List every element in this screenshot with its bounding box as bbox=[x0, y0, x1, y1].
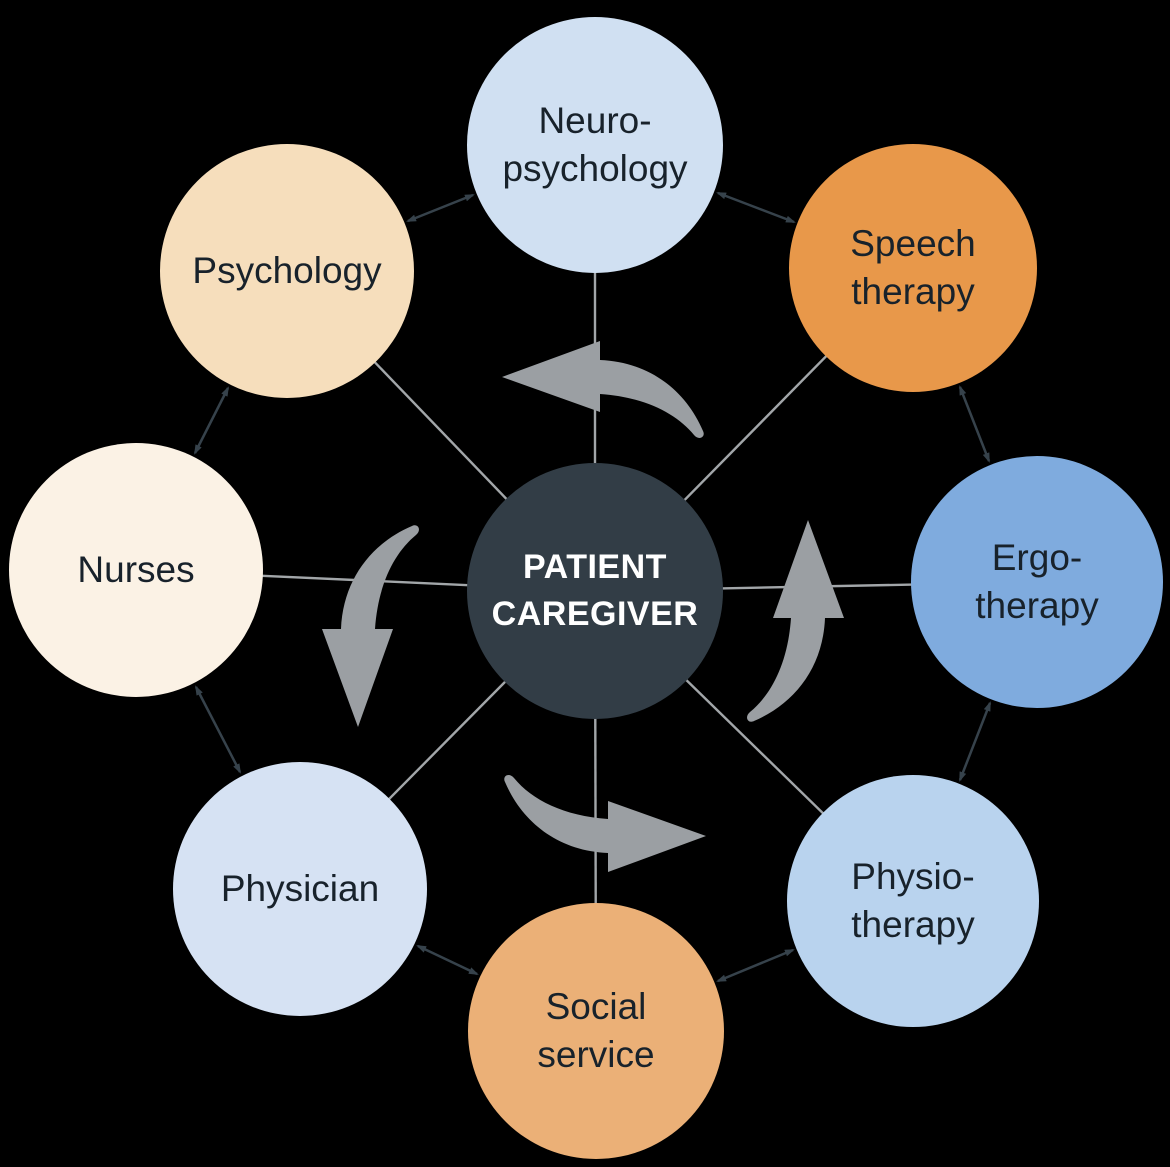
node-label: Ergo- therapy bbox=[975, 534, 1098, 630]
node-label: Psychology bbox=[192, 247, 381, 295]
rotation-arrow-left bbox=[322, 525, 419, 727]
ring-connectors bbox=[193, 191, 992, 983]
node-label: Physio- therapy bbox=[851, 853, 974, 949]
ring-connector-social-physician bbox=[416, 944, 479, 976]
node-label-line: Social bbox=[545, 986, 647, 1027]
node-speech-therapy: Speech therapy bbox=[789, 144, 1037, 392]
ring-connector-psychology-neuropsychology bbox=[406, 193, 475, 223]
ring-connector-nurses-psychology bbox=[193, 386, 230, 455]
rotation-arrow-bottom bbox=[504, 775, 706, 872]
node-physiotherapy: Physio- therapy bbox=[787, 775, 1039, 1027]
ring-connector-neuropsychology-speech bbox=[716, 191, 796, 224]
ring-connector-physician-nurses bbox=[194, 685, 242, 774]
node-label-line: PATIENT bbox=[523, 548, 667, 586]
ring-connector-physiotherapy-social bbox=[716, 948, 795, 983]
node-patient-caregiver: PATIENT CAREGIVER bbox=[467, 463, 723, 719]
node-label: Nurses bbox=[77, 546, 194, 594]
node-label-line: Nurses bbox=[77, 549, 195, 590]
node-label-line: therapy bbox=[975, 585, 1099, 626]
node-ergotherapy: Ergo- therapy bbox=[911, 456, 1163, 708]
ring-connector-speech-ergotherapy bbox=[958, 385, 991, 463]
node-social-service: Social service bbox=[468, 903, 724, 1159]
node-neuropsychology: Neuro- psychology bbox=[467, 17, 723, 273]
node-label-line: Ergo- bbox=[991, 537, 1083, 578]
node-label-line: psychology bbox=[502, 148, 688, 189]
node-label-line: Physio- bbox=[851, 856, 975, 897]
node-label-line: Physician bbox=[220, 868, 380, 909]
node-physician: Physician bbox=[173, 762, 427, 1016]
rotation-arrow-right bbox=[747, 520, 844, 722]
ring-connector-ergotherapy-physiotherapy bbox=[958, 701, 992, 782]
node-label: Speech therapy bbox=[850, 220, 976, 316]
node-label: Neuro- psychology bbox=[502, 97, 687, 193]
node-label-line: Neuro- bbox=[538, 100, 652, 141]
node-label: Physician bbox=[221, 865, 379, 913]
rotation-arrow-top bbox=[502, 341, 704, 438]
node-label-line: CAREGIVER bbox=[491, 595, 699, 633]
node-psychology: Psychology bbox=[160, 144, 414, 398]
node-label-line: Speech bbox=[850, 223, 976, 264]
node-label-line: Psychology bbox=[192, 250, 382, 291]
node-nurses: Nurses bbox=[9, 443, 263, 697]
node-label-line: service bbox=[537, 1034, 655, 1075]
node-label: Social service bbox=[537, 983, 654, 1079]
node-label: PATIENT CAREGIVER bbox=[492, 544, 699, 638]
node-label-line: therapy bbox=[851, 904, 975, 945]
node-label-line: therapy bbox=[851, 271, 975, 312]
